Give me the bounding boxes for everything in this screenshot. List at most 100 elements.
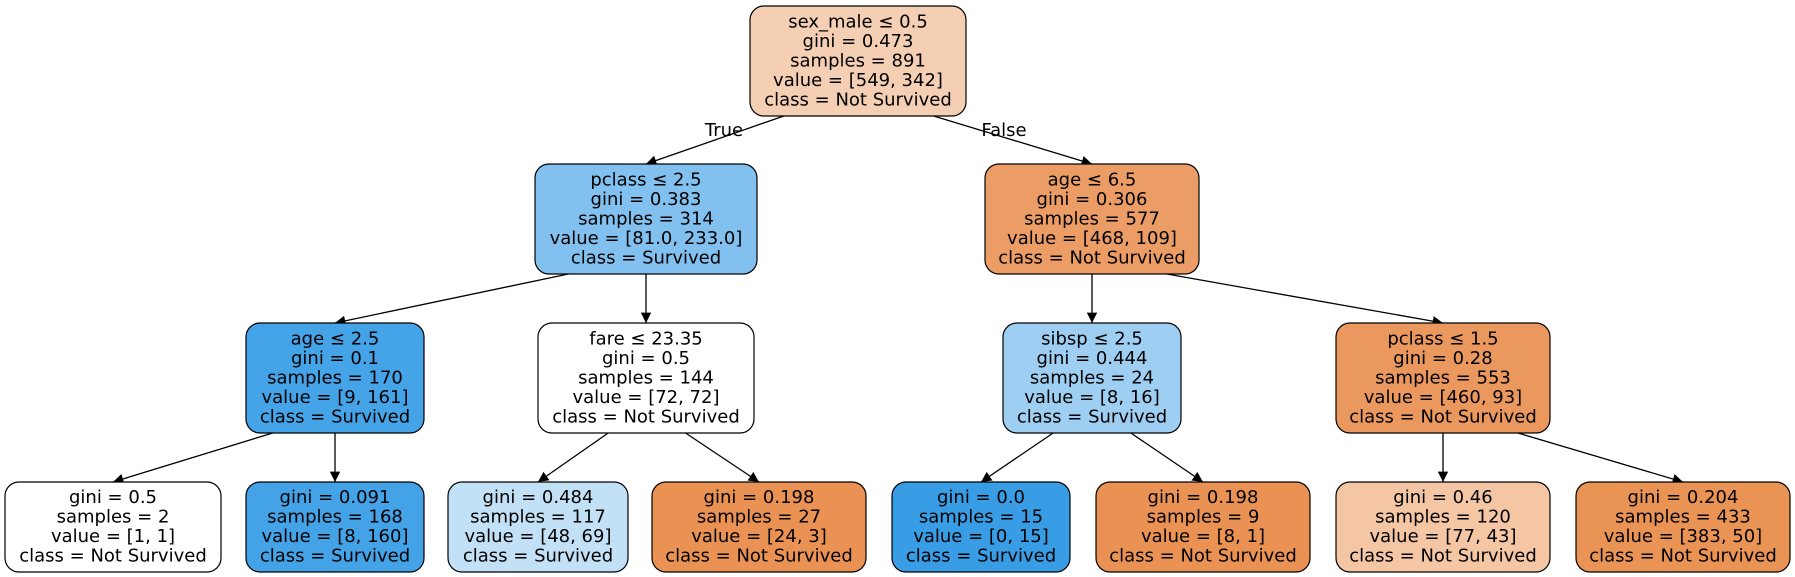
node-line: gini = 0.198 bbox=[704, 487, 815, 508]
node-line: class = Survived bbox=[260, 546, 410, 567]
edge-n5-n12 bbox=[1130, 432, 1204, 483]
node-line: samples = 170 bbox=[267, 367, 403, 388]
node-line: class = Not Survived bbox=[19, 546, 207, 567]
node-line: gini = 0.484 bbox=[483, 487, 594, 508]
node-line: class = Not Survived bbox=[552, 406, 740, 427]
node-line: pclass ≤ 2.5 bbox=[590, 169, 701, 190]
node-line: class = Not Survived bbox=[1349, 546, 1537, 567]
node-line: value = [468, 109] bbox=[1007, 228, 1177, 249]
node-box bbox=[447, 481, 629, 573]
node-line: samples = 891 bbox=[790, 50, 926, 71]
node-line: age ≤ 2.5 bbox=[291, 328, 380, 349]
node-line: sibsp ≤ 2.5 bbox=[1041, 328, 1143, 349]
node-line: samples = 314 bbox=[578, 208, 714, 229]
node-line: age ≤ 6.5 bbox=[1048, 169, 1137, 190]
node-line: class = Not Survived bbox=[764, 89, 952, 110]
node-line: value = [48, 69] bbox=[465, 526, 612, 547]
node-line: samples = 120 bbox=[1375, 507, 1511, 528]
edge-n4-n10 bbox=[685, 432, 760, 483]
node-line: class = Not Survived bbox=[665, 546, 853, 567]
node-line: value = [549, 342] bbox=[773, 70, 943, 91]
node-box bbox=[984, 163, 1200, 275]
node-line: value = [72, 72] bbox=[573, 387, 720, 408]
node-line: gini = 0.383 bbox=[591, 189, 702, 210]
node-box bbox=[537, 322, 755, 434]
node-line: samples = 2 bbox=[57, 507, 170, 528]
node-line: sex_male ≤ 0.5 bbox=[788, 11, 928, 32]
edge-n1-n3 bbox=[334, 273, 569, 326]
node-line: samples = 27 bbox=[697, 507, 821, 528]
node-line: gini = 0.28 bbox=[1393, 348, 1492, 369]
node-line: gini = 0.306 bbox=[1037, 189, 1148, 210]
node-box bbox=[245, 481, 425, 573]
edge-n3-n7 bbox=[112, 432, 273, 484]
node-line: gini = 0.444 bbox=[1037, 348, 1148, 369]
node-line: value = [383, 50] bbox=[1604, 526, 1762, 547]
node-line: gini = 0.091 bbox=[280, 487, 391, 508]
node-line: class = Survived bbox=[463, 546, 613, 567]
edge-n0-n2 bbox=[933, 115, 1093, 166]
node-line: gini = 0.0 bbox=[937, 487, 1025, 508]
node-box bbox=[749, 5, 967, 117]
node-box bbox=[1575, 481, 1791, 573]
node-line: class = Not Survived bbox=[998, 247, 1186, 268]
node-line: pclass ≤ 1.5 bbox=[1387, 328, 1498, 349]
node-line: value = [460, 93] bbox=[1364, 387, 1522, 408]
node-line: samples = 433 bbox=[1615, 507, 1751, 528]
node-box bbox=[651, 481, 867, 573]
node-line: class = Survived bbox=[906, 546, 1056, 567]
node-line: value = [9, 161] bbox=[262, 387, 409, 408]
edge-n4-n9 bbox=[537, 432, 609, 483]
node-box bbox=[245, 322, 425, 434]
node-line: class = Survived bbox=[1017, 406, 1167, 427]
node-line: gini = 0.5 bbox=[602, 348, 690, 369]
node-line: gini = 0.204 bbox=[1628, 487, 1739, 508]
node-line: gini = 0.5 bbox=[69, 487, 157, 508]
node-box bbox=[891, 481, 1071, 573]
node-line: samples = 577 bbox=[1024, 208, 1160, 229]
node-line: value = [81.0, 233.0] bbox=[550, 228, 743, 249]
node-line: value = [1, 1] bbox=[51, 526, 175, 547]
node-line: fare ≤ 23.35 bbox=[589, 328, 703, 349]
node-line: gini = 0.198 bbox=[1148, 487, 1259, 508]
node-line: value = [77, 43] bbox=[1370, 526, 1517, 547]
node-line: samples = 117 bbox=[470, 507, 606, 528]
node-box bbox=[1335, 481, 1551, 573]
node-line: class = Not Survived bbox=[1349, 406, 1537, 427]
edge-label-false: False bbox=[981, 120, 1026, 141]
node-line: samples = 9 bbox=[1147, 507, 1260, 528]
node-line: gini = 0.46 bbox=[1393, 487, 1492, 508]
node-line: class = Not Survived bbox=[1109, 546, 1297, 567]
node-line: gini = 0.1 bbox=[291, 348, 379, 369]
node-line: value = [8, 1] bbox=[1141, 526, 1265, 547]
node-line: gini = 0.473 bbox=[803, 31, 914, 52]
node-box bbox=[4, 481, 222, 573]
node-line: value = [0, 15] bbox=[913, 526, 1049, 547]
node-line: samples = 15 bbox=[919, 507, 1043, 528]
edge-n0-n1 bbox=[645, 115, 785, 166]
node-line: samples = 168 bbox=[267, 507, 403, 528]
node-line: samples = 144 bbox=[578, 367, 714, 388]
node-line: value = [24, 3] bbox=[691, 526, 827, 547]
node-line: samples = 553 bbox=[1375, 367, 1511, 388]
node-box bbox=[1095, 481, 1311, 573]
node-line: value = [8, 160] bbox=[262, 526, 409, 547]
edge-n2-n6 bbox=[1166, 273, 1444, 327]
node-line: value = [8, 16] bbox=[1024, 387, 1160, 408]
